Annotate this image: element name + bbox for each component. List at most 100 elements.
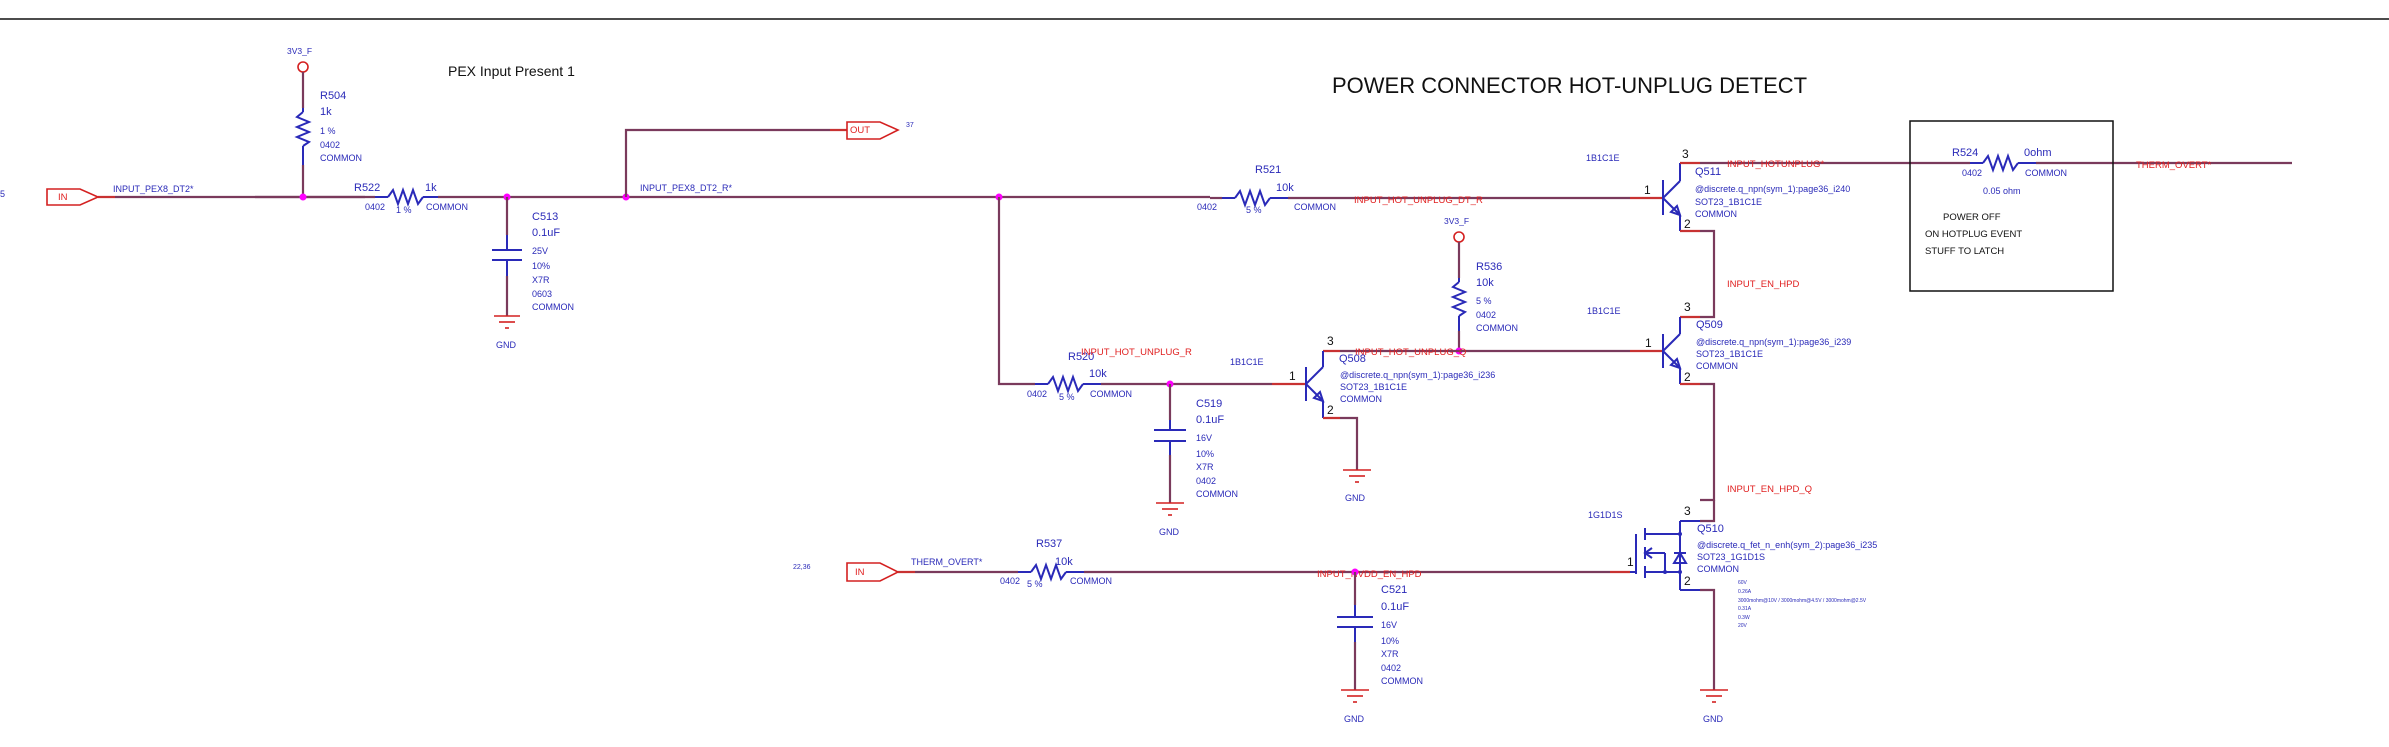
tolerance-label: 5 % <box>1027 579 1043 589</box>
pin-label: 3 <box>1684 504 1691 518</box>
capacitor-c521[interactable]: C521 0.1uF 16V 10% X7R 0402 COMMON <box>1337 572 1423 690</box>
port-out-1[interactable]: OUT <box>846 121 900 140</box>
package-label: 0402 <box>1476 310 1496 320</box>
gnd-label: GND <box>1344 714 1365 724</box>
tolerance-label: 10% <box>1196 449 1214 459</box>
net-to-out-port[interactable] <box>624 128 830 197</box>
tolerance-label: 1 % <box>396 205 412 215</box>
transistor-q511[interactable]: 3 1 2 Q511 @discrete.q_npn(sym_1):page36… <box>1586 147 1850 231</box>
package-label: 0402 <box>365 202 385 212</box>
value-label: 0.1uF <box>1196 414 1224 426</box>
option-label: COMMON <box>2025 168 2067 178</box>
port-in-2[interactable]: IN <box>846 562 900 582</box>
ref-label: R522 <box>354 182 380 194</box>
dielectric-label: X7R <box>1196 462 1214 472</box>
tolerance-label: 5 % <box>1059 392 1075 402</box>
tolerance-label: 5 % <box>1476 296 1492 306</box>
transistor-q508[interactable]: 3 1 2 Q508 @discrete.q_npn(sym_1):page36… <box>1289 334 1495 418</box>
net-label-en-hpd: INPUT_EN_HPD <box>1727 279 1799 290</box>
value-label: 10k <box>1476 277 1494 289</box>
note-line: POWER OFF <box>1943 212 2001 223</box>
voltage-label: 16V <box>1196 433 1212 443</box>
value-label: 0.1uF <box>1381 601 1409 613</box>
value-label: 1k <box>320 106 332 118</box>
capacitor-c513[interactable]: C513 0.1uF 25V 10% X7R 0603 COMMON <box>492 197 574 316</box>
port-in-2-label: IN <box>855 567 865 578</box>
voltage-label: 16V <box>1381 620 1397 630</box>
tolerance-label: 10% <box>1381 636 1399 646</box>
net-en-hpd[interactable] <box>1700 229 1716 319</box>
resistor-r521[interactable]: R521 10k 0402 5 % COMMON <box>1197 164 1336 215</box>
package-label: 0402 <box>1196 476 1216 486</box>
gnd-label: GND <box>1345 493 1366 503</box>
ref-label: R524 <box>1952 147 1978 159</box>
port-in-1[interactable]: IN <box>46 188 100 206</box>
tolerance-label: 1 % <box>320 126 336 136</box>
ground-symbol-icon: GND <box>1341 689 1369 724</box>
net-en-hpd-q[interactable] <box>1700 382 1716 502</box>
net-label-hot-unplug-q: INPUT_HOT_UNPLUG_Q <box>1355 347 1466 358</box>
net-q508-emitter[interactable] <box>1340 416 1359 470</box>
net-label-nvdd-en-hpd: INPUT_NVDD_EN_HPD <box>1317 569 1422 580</box>
ref-label: C513 <box>532 211 558 223</box>
port-out-1-label: OUT <box>850 125 870 136</box>
net-en-hpd-q-drain[interactable] <box>1700 500 1716 523</box>
capacitor-c519[interactable]: C519 0.1uF 16V 10% X7R 0402 COMMON <box>1154 384 1238 503</box>
gnd-label: GND <box>496 340 517 350</box>
transistor-q510[interactable]: 3 1 2 Q510 @discrete.q_fet_n_enh(sym_2):… <box>1627 504 1877 629</box>
section-subtitle: PEX Input Present 1 <box>448 63 575 79</box>
option-label: COMMON <box>1340 394 1382 404</box>
spec-line: 20V <box>1738 623 1748 629</box>
note-line: STUFF TO LATCH <box>1925 246 2004 257</box>
transistor-q509[interactable]: 3 1 2 Q509 @discrete.q_npn(sym_1):page36… <box>1587 300 1851 384</box>
power-label: 3V3_F <box>287 46 312 56</box>
net-branch-r520[interactable] <box>997 197 1035 386</box>
note-line: ON HOTPLUG EVENT <box>1925 229 2022 240</box>
part-label: @discrete.q_fet_n_enh(sym_2):page36_i235 <box>1697 540 1877 550</box>
ref-label: R537 <box>1036 538 1062 550</box>
pin-label: 2 <box>1327 403 1334 417</box>
spec-line: 0.26A <box>1738 589 1752 595</box>
option-label: COMMON <box>1090 389 1132 399</box>
resistor-r524[interactable]: R524 0ohm 0402 COMMON 0.05 ohm <box>1952 147 2067 196</box>
net-label-hot-unplug-dt-r: INPUT_HOT_UNPLUG_DT_R <box>1354 195 1483 206</box>
package-label: 0603 <box>532 289 552 299</box>
resistor-r522[interactable]: R522 1k 0402 1 % COMMON <box>354 182 468 215</box>
dielectric-label: X7R <box>532 275 550 285</box>
part-label: @discrete.q_npn(sym_1):page36_i240 <box>1695 184 1850 194</box>
power-label: 3V3_F <box>1444 216 1469 226</box>
pin-label: 1 <box>1627 555 1634 569</box>
net-label-therm-overt-in: THERM_OVERT* <box>911 557 983 567</box>
port-ref-label: 22,36 <box>793 564 811 571</box>
ref-label: R504 <box>320 90 346 102</box>
package-label: SOT23_1B1C1E <box>1340 382 1407 392</box>
pinmap-label: 1B1C1E <box>1230 357 1264 367</box>
option-label: COMMON <box>1070 576 1112 586</box>
ref-label: R521 <box>1255 164 1281 176</box>
value-label: 1k <box>425 182 437 194</box>
tolerance-label: 5 % <box>1246 205 1262 215</box>
tolerance-label: 10% <box>532 261 550 271</box>
resistor-r520[interactable]: R520 10k 0402 5 % COMMON <box>1027 351 1132 402</box>
package-label: SOT23_1G1D1S <box>1697 552 1765 562</box>
resistor-r537[interactable]: R537 10k 0402 5 % COMMON <box>1000 538 1112 589</box>
pin-label: 2 <box>1684 574 1691 588</box>
net-label-pex8-dt2: INPUT_PEX8_DT2* <box>113 184 194 194</box>
part-label: @discrete.q_npn(sym_1):page36_i239 <box>1696 337 1851 347</box>
power-3v3-r536: 3V3_F <box>1444 216 1469 243</box>
dielectric-label: X7R <box>1381 649 1399 659</box>
value-label: 0.1uF <box>532 227 560 239</box>
resistor-r504[interactable]: R504 1k 1 % 0402 COMMON <box>294 72 362 197</box>
junction-dot <box>299 193 307 201</box>
port-in-1-label: IN <box>58 192 68 203</box>
value-label: 10k <box>1089 368 1107 380</box>
option-label: COMMON <box>1476 323 1518 333</box>
spec-line: 0.31A <box>1738 606 1752 612</box>
net-label-hotunplug: INPUT_HOTUNPLUG* <box>1727 159 1824 170</box>
resistor-r536[interactable]: R536 10k 5 % 0402 COMMON <box>1450 242 1518 351</box>
spec-line: 0.3W <box>1738 615 1750 621</box>
pinmap-label: 1B1C1E <box>1586 153 1620 163</box>
spec-line: 3000mohm@10V / 3000mohm@4.5V / 3000mohm@… <box>1738 598 1867 604</box>
net-q510-source[interactable] <box>1700 588 1716 690</box>
option-label: COMMON <box>1381 676 1423 686</box>
